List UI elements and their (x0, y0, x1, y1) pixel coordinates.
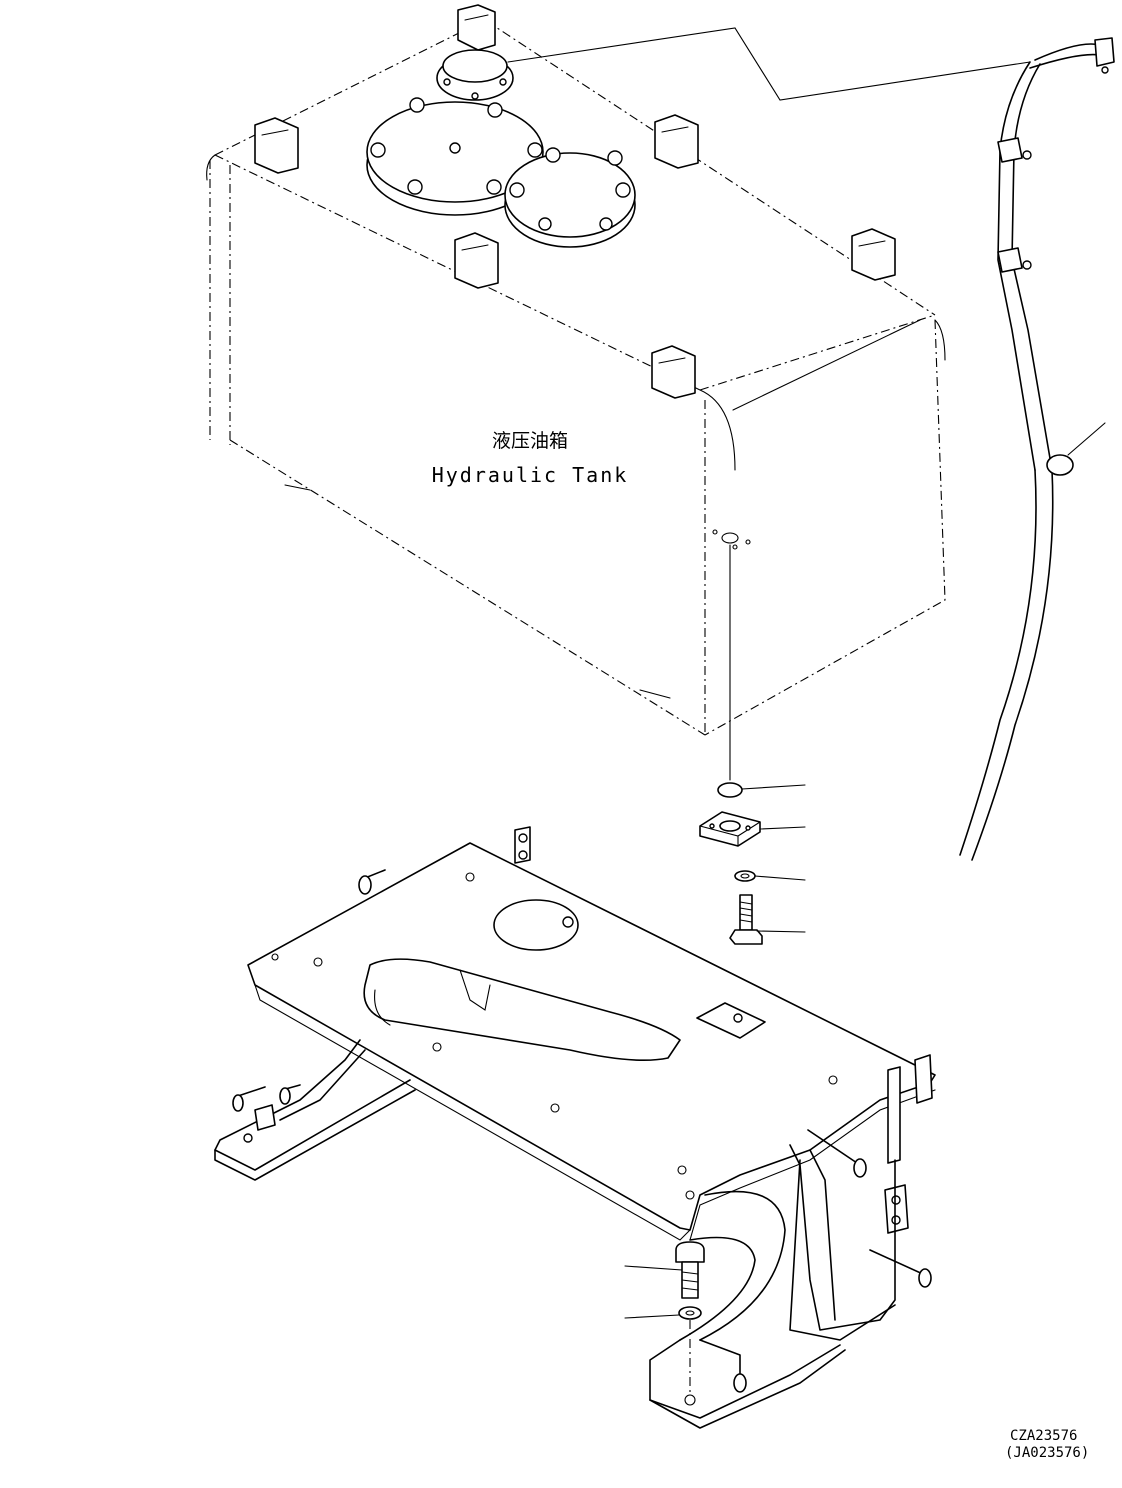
tank-bracket (457, 4, 496, 51)
tank-bracket (454, 232, 499, 289)
drain-port (712, 529, 751, 781)
drawing-code: CZA23576 (1010, 1428, 1077, 1444)
tank-label-en: Hydraulic Tank (432, 463, 629, 487)
tank-label-cn: 液压油箱 (492, 430, 568, 452)
tank-bracket (254, 117, 299, 174)
drawing-code-alt: (JA023576) (1005, 1445, 1089, 1461)
tank-bracket (654, 114, 699, 169)
breather-cap (436, 49, 514, 101)
hydraulic-tank: 液压油箱 Hydraulic Tank (206, 4, 946, 781)
tank-bracket (851, 228, 896, 281)
tank-mount-frame (214, 826, 936, 1429)
cover-plate-small (504, 147, 636, 248)
breather-hose (507, 27, 1115, 861)
lower-washer (624, 1306, 702, 1395)
tank-bracket (651, 345, 696, 399)
bolt (729, 894, 806, 945)
flange-plate (699, 811, 806, 847)
washer (734, 870, 806, 882)
o-ring (717, 782, 806, 798)
drain-parts (699, 782, 806, 945)
lower-bolt-parts (624, 1241, 705, 1395)
lower-bolt (624, 1241, 705, 1299)
